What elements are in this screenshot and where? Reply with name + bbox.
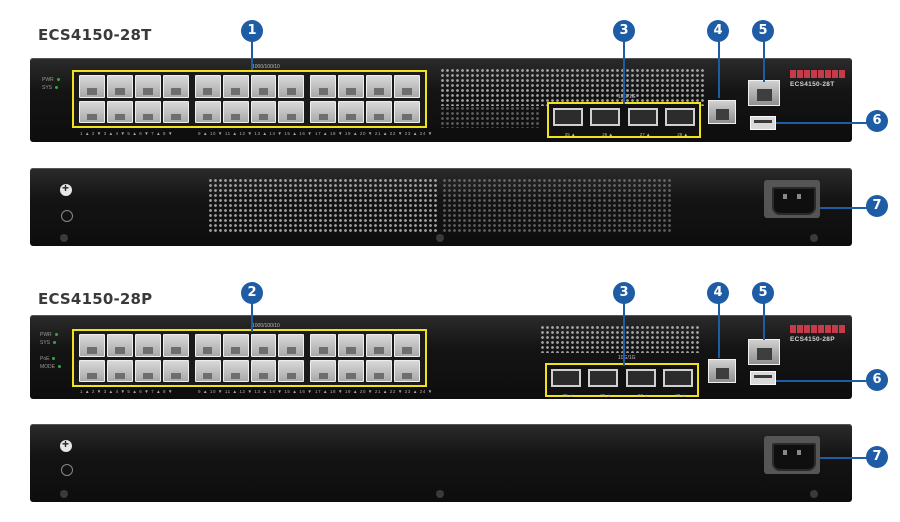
model-badge-28p: ECS4150-28P [790,336,835,343]
callout-1: 1 [241,20,263,42]
ethernet-management-port [708,359,736,383]
callout-5-bottom: 5 [752,282,774,304]
status-leds: PWR SYS PoE MODE [40,331,61,371]
model-badge-bar [790,325,845,333]
ethernet-management-port [708,100,736,124]
model-title-28p: ECS4150-28P [38,290,153,308]
callout-4-bottom: 4 [707,282,729,304]
ground-symbol [61,464,73,476]
leader-3b [623,302,625,366]
rj45-port-block [72,329,427,387]
rear-foot-mid [436,234,444,242]
rear-panel-28t [30,168,852,246]
leader-6a [776,122,868,124]
sfp-speed-label: 10G/1G [618,94,636,100]
leader-7b [820,457,868,459]
front-panel-28p: PWR SYS PoE MODE 1000/100/10 1 ▲ 2 ▼ 3 ▲… [30,315,852,399]
copper-header: 1000/100/10 [252,64,280,70]
vent-grille [440,68,705,106]
port-numbers-9-16: 9 ▲ 10 ▼ 11 ▲ 12 ▼ 13 ▲ 14 ▼ 15 ▲ 16 ▼ [198,131,313,136]
leader-6b [776,380,868,382]
rear-foot-left [60,234,68,242]
rear-vent [208,178,438,233]
port-numbers-17-24: 17 ▲ 18 ▼ 19 ▲ 20 ▼ 21 ▲ 22 ▼ 23 ▲ 24 ▼ [315,131,433,136]
usb-port [750,371,776,385]
front-panel-28t: PWR SYS 1000/100/10 1 ▲ 2 ▼ 3 ▲ 4 ▼ 5 ▲ … [30,58,852,142]
leader-5a [763,38,765,82]
rear-foot-right [810,490,818,498]
callout-4-top: 4 [707,20,729,42]
leader-3a [623,38,625,104]
ground-screw [60,437,72,452]
port-numbers-1-8: 1 ▲ 2 ▼ 3 ▲ 4 ▼ 5 ▲ 6 ▼ 7 ▲ 8 ▼ [80,389,174,394]
callout-5-top: 5 [752,20,774,42]
vent-grille [540,325,700,353]
port-numbers-1-8: 1 ▲ 2 ▼ 3 ▲ 4 ▼ 5 ▲ 6 ▼ 7 ▲ 8 ▼ [80,131,174,136]
leader-4b [718,302,720,358]
model-badge-28t: ECS4150-28T [790,81,835,88]
callout-7-bottom: 7 [866,446,888,468]
rear-foot-mid [436,490,444,498]
leader-4a [718,38,720,98]
rj45-port-block [72,70,427,128]
copper-header: 1000/100/10 [252,323,280,329]
ground-symbol [61,210,73,222]
ground-screw [60,181,72,196]
port-numbers-9-16: 9 ▲ 10 ▼ 11 ▲ 12 ▼ 13 ▲ 14 ▼ 15 ▲ 16 ▼ [198,389,313,394]
callout-6-bottom: 6 [866,369,888,391]
vent-grille-lower [440,106,540,128]
rear-panel-28p [30,424,852,502]
status-leds: PWR SYS [42,76,60,92]
leader-7a [820,207,868,209]
console-port [748,80,780,106]
callout-3-top: 3 [613,20,635,42]
console-port [748,339,780,365]
sfp-speed-label: 10G/1G [618,355,636,361]
rear-foot-right [810,234,818,242]
port-numbers-17-24: 17 ▲ 18 ▼ 19 ▲ 20 ▼ 21 ▲ 22 ▼ 23 ▲ 24 ▼ [315,389,433,394]
sfp-port-block: 25 ▲ 26 ▲ 27 ▲ 28 ▲ [547,102,701,138]
leader-5b [763,302,765,340]
ac-power-inlet [764,436,820,474]
callout-6-top: 6 [866,110,888,132]
model-badge-bar [790,70,845,78]
model-title-28t: ECS4150-28T [38,26,152,44]
callout-7-top: 7 [866,195,888,217]
rear-vent-fan [442,178,672,233]
callout-3-bottom: 3 [613,282,635,304]
leader-1 [251,38,253,70]
sfp-port-block: 25 ▲ 26 ▲ 27 ▲ 28 ▲ [545,363,699,398]
leader-2 [251,302,253,332]
usb-port [750,116,776,130]
callout-2: 2 [241,282,263,304]
ac-power-inlet [764,180,820,218]
rear-foot-left [60,490,68,498]
